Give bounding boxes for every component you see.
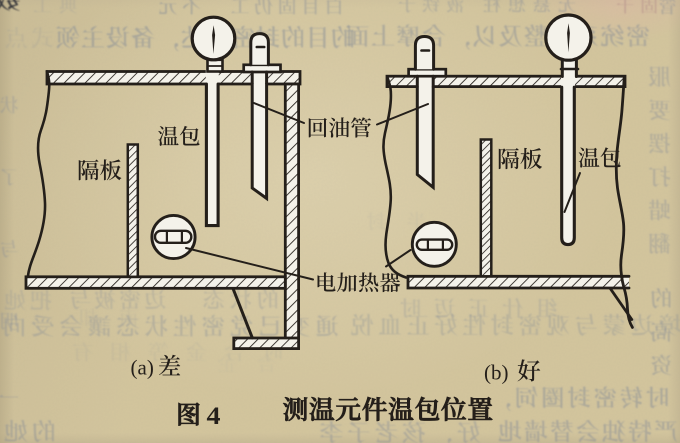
svg-text:(a): (a): [131, 356, 154, 380]
svg-text:4: 4: [207, 401, 221, 429]
svg-text:(b): (b): [484, 361, 509, 385]
